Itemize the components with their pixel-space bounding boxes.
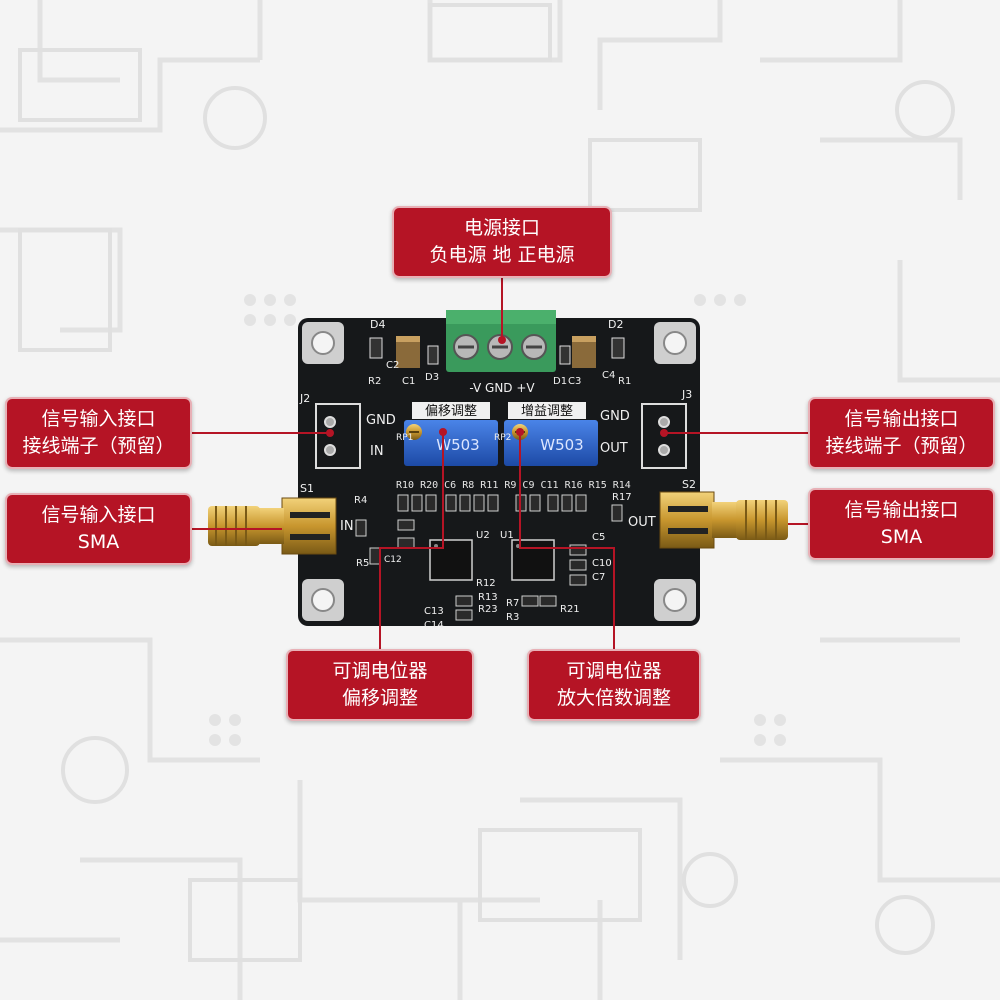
- label-c1: C1: [402, 376, 415, 387]
- label-c4: C4: [602, 370, 615, 381]
- label-r21: R21: [560, 604, 580, 615]
- label-r13: R13: [478, 592, 498, 603]
- callout-gain-pot-detail: 放大倍数调整: [556, 687, 671, 709]
- label-j3: J3: [681, 388, 692, 401]
- label-c13: C13: [424, 606, 444, 617]
- callout-gain-pot-title: 可调电位器: [566, 660, 662, 682]
- callout-output-sma-detail: SMA: [880, 526, 923, 548]
- diode: [369, 337, 625, 365]
- pot-offset-label-bg: [412, 402, 490, 419]
- label-s1: S1: [300, 482, 314, 495]
- label-c14: C14: [424, 620, 444, 631]
- callout-output-sma-title: 信号输出接口: [844, 499, 959, 521]
- label-r2: R2: [368, 376, 381, 387]
- label-u1: U1: [500, 530, 514, 541]
- label-c7: C7: [592, 572, 605, 583]
- label-s2: S2: [682, 478, 696, 491]
- label-c12: C12: [384, 555, 402, 565]
- power-pin-labels: -V GND +V: [469, 381, 535, 395]
- callout-input-terminal-title: 信号输入接口: [41, 408, 156, 430]
- callout-input-sma-detail: SMA: [77, 531, 120, 553]
- callout-gain-potentiometer: 可调电位器 放大倍数调整: [527, 649, 701, 721]
- pot-gain-label-bg: [508, 402, 586, 419]
- callout-output-terminal-detail: 接线端子（预留）: [825, 435, 978, 457]
- callout-power-detail: 负电源 地 正电源: [429, 244, 575, 266]
- label-u2: U2: [476, 530, 490, 541]
- callout-input-terminal: 信号输入接口 接线端子（预留）: [5, 397, 192, 469]
- left-sma-in-label: IN: [340, 519, 354, 534]
- callout-offset-pot-title: 可调电位器: [332, 660, 428, 682]
- callout-input-sma: 信号输入接口 SMA: [5, 493, 192, 565]
- callout-offset-pot-detail: 偏移调整: [341, 687, 418, 709]
- right-out-label: OUT: [600, 441, 628, 456]
- right-sma-out-label: OUT: [628, 515, 656, 530]
- label-r1: R1: [618, 376, 631, 387]
- mounting-hole: [302, 322, 696, 621]
- pot-offset-silk-label: 偏移调整: [425, 404, 477, 419]
- label-r12: R12: [476, 578, 496, 589]
- label-c2: C2: [386, 360, 399, 371]
- capacitor: [396, 336, 596, 368]
- pot-offset-marking: W503: [436, 436, 479, 454]
- j2-header: [315, 403, 361, 469]
- callout-power-interface: 电源接口 负电源 地 正电源: [392, 206, 612, 278]
- label-d3: D3: [425, 372, 439, 383]
- callout-power-title: 电源接口: [463, 217, 540, 239]
- offset-potentiometer[interactable]: W503: [404, 420, 498, 466]
- label-r5: R5: [356, 558, 369, 569]
- label-r4: R4: [354, 495, 367, 506]
- sma-input-connector[interactable]: [208, 497, 337, 555]
- pot-gain-marking: W503: [540, 436, 583, 454]
- callout-output-terminal: 信号输出接口 接线端子（预留）: [808, 397, 995, 469]
- j3-header: [641, 403, 687, 469]
- leader-dots: [326, 336, 668, 437]
- label-c10: C10: [592, 558, 612, 569]
- gain-potentiometer[interactable]: W503: [504, 420, 598, 466]
- label-rp1: RP1: [396, 433, 413, 443]
- label-d1: D1: [553, 376, 567, 387]
- callout-output-terminal-title: 信号输出接口: [844, 408, 959, 430]
- label-c3: C3: [568, 376, 581, 387]
- pot-gain-silk-label: 增益调整: [521, 404, 573, 419]
- leader-lines: [192, 278, 808, 649]
- right-gnd-label: GND: [600, 409, 630, 424]
- label-r3: R3: [506, 612, 519, 623]
- label-d2: D2: [608, 318, 623, 331]
- label-j2: J2: [299, 392, 310, 405]
- label-c5: C5: [592, 532, 605, 543]
- sma-output-connector[interactable]: [659, 491, 788, 549]
- left-gnd-label: GND: [366, 413, 396, 428]
- callout-input-terminal-detail: 接线端子（预留）: [22, 435, 175, 457]
- callout-offset-potentiometer: 可调电位器 偏移调整: [286, 649, 474, 721]
- label-r23: R23: [478, 604, 498, 615]
- label-rp2: RP2: [494, 433, 511, 443]
- label-d4: D4: [370, 318, 385, 331]
- callout-output-sma: 信号输出接口 SMA: [808, 488, 995, 560]
- parts-row-labels: R10 R20 C6 R8 R11 R9 C9 C11 R16 R15 R14: [396, 480, 631, 491]
- callout-input-sma-title: 信号输入接口: [41, 504, 156, 526]
- left-in-label: IN: [370, 444, 384, 459]
- smd-components: [355, 494, 623, 621]
- label-r17: R17: [612, 492, 632, 503]
- label-r7: R7: [506, 598, 519, 609]
